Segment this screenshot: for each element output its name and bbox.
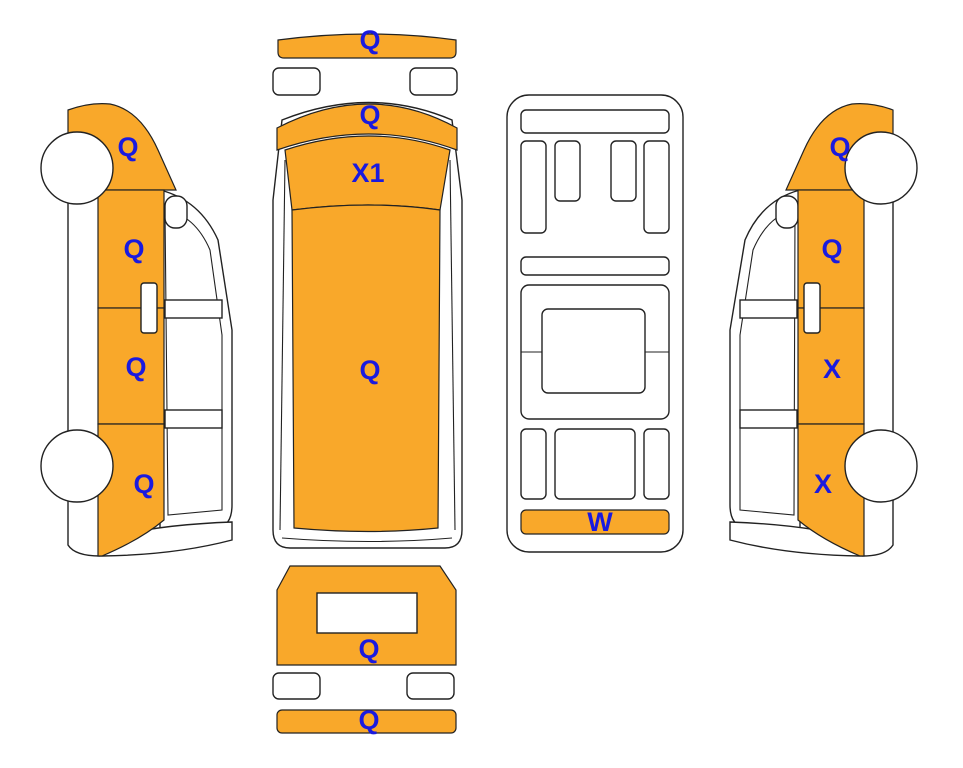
rear-left-taillight	[272, 672, 321, 700]
hood-panel[interactable]	[276, 103, 458, 151]
right-side-rail	[449, 159, 456, 531]
rear-bumper-code: Q	[358, 705, 379, 735]
right-front-wheel	[844, 131, 918, 205]
right-door-handle	[803, 282, 821, 334]
left-mirror	[164, 195, 188, 229]
roof-panel[interactable]	[291, 204, 441, 533]
left-side-rail	[279, 159, 286, 531]
front-bumper-panel[interactable]	[277, 33, 457, 59]
underbody-view	[506, 94, 684, 553]
left-rear-quarter-panel[interactable]	[97, 423, 165, 557]
rear-view	[272, 565, 457, 734]
rear-window	[316, 592, 418, 634]
rear-right-taillight	[406, 672, 455, 700]
underbody-front-left-mid	[554, 140, 581, 202]
top-hood-code: Q	[359, 100, 380, 130]
underbody-front-bar	[520, 109, 670, 134]
right-mirror	[775, 195, 799, 229]
damage-code-labels: Q Q X1 Q Q Q W Q Q Q Q Q Q X X	[117, 25, 850, 735]
left-side-view	[40, 103, 233, 557]
right-rear-quarter-code: X	[814, 469, 832, 499]
left-rear-wheel	[40, 429, 114, 503]
right-front-door-code: Q	[821, 234, 842, 264]
right-headlight	[409, 67, 458, 96]
underbody-rear-left-well	[520, 428, 547, 500]
underbody-front-right-well	[643, 140, 670, 234]
underbody-front-left-well	[520, 140, 547, 234]
top-windshield-code: X1	[351, 158, 384, 188]
left-front-wheel	[40, 131, 114, 205]
underbody-rear-center	[554, 428, 636, 500]
top-front-bumper-code: Q	[359, 25, 380, 55]
underbody-front-right-mid	[610, 140, 637, 202]
left-front-door-code: Q	[123, 234, 144, 264]
right-rear-door-code: X	[823, 354, 841, 384]
rear-door-code: Q	[358, 634, 379, 664]
left-door-handle	[140, 282, 158, 334]
rear-edge-line	[281, 537, 453, 543]
underbody-rear-panel-code: W	[587, 507, 613, 537]
left-front-fender-code: Q	[117, 132, 138, 162]
rear-bumper-panel[interactable]	[276, 709, 457, 734]
right-side-window-mid	[739, 409, 798, 429]
right-side-view	[729, 103, 918, 557]
right-rear-wheel	[844, 429, 918, 503]
underbody-rear-panel[interactable]	[520, 509, 670, 535]
left-rear-quarter-code: Q	[133, 469, 154, 499]
left-side-window-upper	[164, 299, 223, 319]
top-view	[272, 33, 463, 549]
underbody-rear-right-well	[643, 428, 670, 500]
right-side-window-upper	[739, 299, 798, 319]
left-side-window-mid	[164, 409, 223, 429]
underbody-cross-bar	[520, 256, 670, 276]
left-rear-door-code: Q	[125, 352, 146, 382]
right-front-fender-code: Q	[829, 132, 850, 162]
left-side-glass-frame	[159, 189, 233, 529]
top-roof-code: Q	[359, 355, 380, 385]
left-headlight	[272, 67, 321, 96]
underbody-center-box	[541, 308, 646, 394]
